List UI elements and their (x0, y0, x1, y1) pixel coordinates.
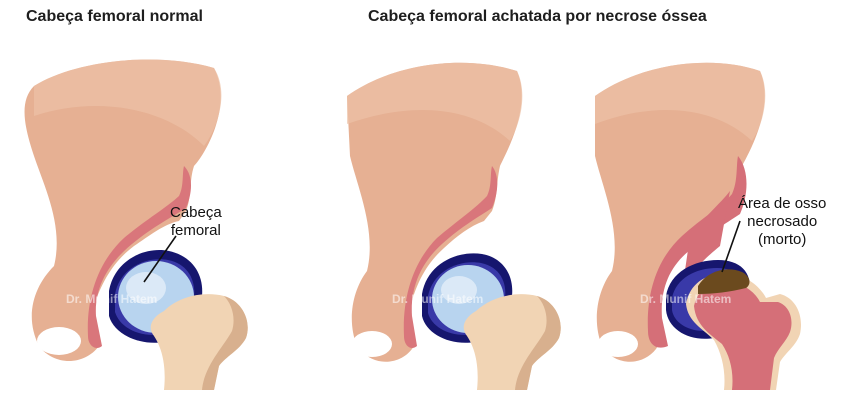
watermark-2: Dr. Munif Hatem (392, 292, 483, 306)
title-flattened-femoral-head: Cabeça femoral achatada por necrose ósse… (368, 8, 707, 26)
femoral-head-label-line1: Cabeça (170, 204, 222, 222)
necrosis-label: Área de osso necrosado (morto) (738, 195, 826, 249)
flattened-hip-illustration (342, 46, 587, 390)
watermark-3: Dr. Munif Hatem (640, 292, 731, 306)
watermark-1: Dr. Munif Hatem (66, 292, 157, 306)
necrosis-label-line1: Área de osso (738, 195, 826, 213)
femoral-head-label: Cabeça femoral (170, 204, 222, 240)
necrosis-label-line3: (morto) (738, 231, 826, 249)
necrosis-label-line2: necrosado (738, 213, 826, 231)
femoral-head-label-line2: femoral (170, 222, 222, 240)
title-normal-femoral-head: Cabeça femoral normal (26, 8, 203, 26)
